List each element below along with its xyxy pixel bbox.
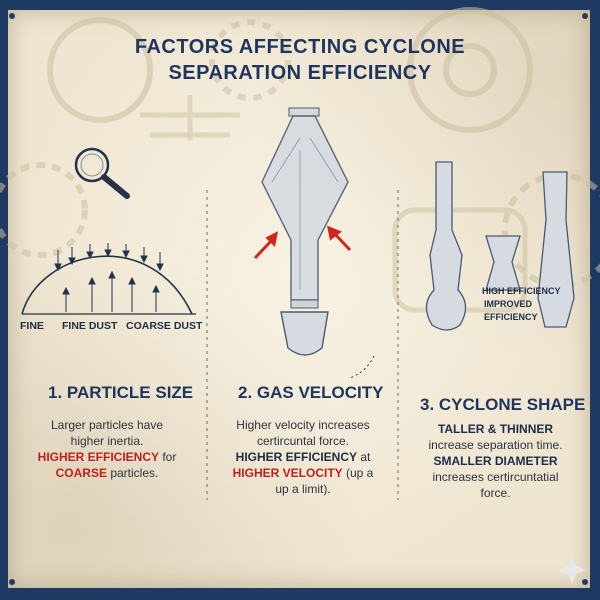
text-line: certircuntal force. xyxy=(256,434,350,448)
text-line: HIGHER EFFICIENCY at xyxy=(218,449,388,465)
text-line: Larger particles have xyxy=(50,418,164,432)
sparkle-icon xyxy=(558,556,586,584)
highlight-higher-velocity: HIGHER VELOCITY xyxy=(232,466,343,480)
strong-smaller-diameter: SMALLER DIAMETER xyxy=(433,454,558,468)
text-line: increase separation time. xyxy=(428,438,563,452)
text-fragment: (up a xyxy=(342,466,374,480)
inlet-arrow-left xyxy=(253,231,279,260)
highlight-coarse: COARSE xyxy=(55,466,107,480)
text-fragment: particles. xyxy=(106,466,159,480)
text-line: higher inertia. xyxy=(70,434,144,448)
cyclone-shapes xyxy=(425,161,575,331)
inlet-arrow-right xyxy=(326,225,352,252)
cyclone-drawing xyxy=(253,107,375,379)
heading-particle-size: 1. PARTICLE SIZE xyxy=(48,383,194,402)
text-line: up a limit). xyxy=(275,482,331,496)
text-line: Higher velocity increases xyxy=(236,418,370,432)
pin-icon xyxy=(9,13,588,585)
text-line: HIGHER VELOCITY (up a xyxy=(218,465,388,481)
text-line: force. xyxy=(480,486,511,500)
text-line: HIGHER EFFICIENCY for xyxy=(18,449,196,465)
label-high-efficiency: HIGH EFFICIENCY xyxy=(482,286,561,296)
heading-cyclone-shape: 3. CYCLONE SHAPE xyxy=(420,395,586,414)
label-fine-dust: FINE DUST xyxy=(62,320,118,332)
particle-size-diagram xyxy=(21,243,196,315)
strong-higher-efficiency: HIGHER EFFICIENCY xyxy=(235,450,357,464)
label-coarse-dust: COARSE DUST xyxy=(126,320,203,332)
title-line-2: SEPARATION EFFICIENCY xyxy=(168,62,432,84)
text-particle-size: Larger particles have higher inertia. HI… xyxy=(18,417,196,481)
label-improved: IMPROVED xyxy=(484,299,533,309)
label-efficiency: EFFICIENCY xyxy=(484,312,538,322)
magnifier-icon xyxy=(74,147,130,199)
text-line: COARSE particles. xyxy=(18,465,196,481)
heading-gas-velocity: 2. GAS VELOCITY xyxy=(238,383,384,402)
text-cyclone-shape: TALLER & THINNER increase separation tim… xyxy=(408,421,583,501)
title-line-1: FACTORS AFFECTING CYCLONE xyxy=(134,36,466,58)
text-gas-velocity: Higher velocity increases certircuntal f… xyxy=(218,417,388,497)
strong-taller-thinner: TALLER & THINNER xyxy=(437,422,554,436)
text-fragment: at xyxy=(357,450,371,464)
text-fragment: for xyxy=(159,450,177,464)
text-line: increases certircuntatial xyxy=(432,470,559,484)
label-fine: FINE xyxy=(20,320,44,332)
highlight-higher-efficiency: HIGHER EFFICIENCY xyxy=(37,450,159,464)
